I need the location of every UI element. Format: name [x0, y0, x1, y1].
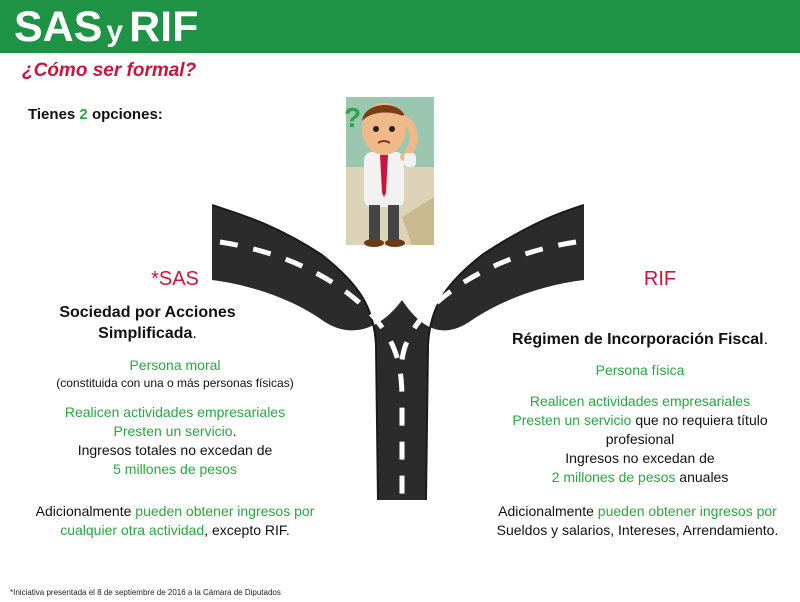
rif-req-service: Presten un servicio que no requiera títu… — [480, 411, 800, 430]
rif-extra-green: pueden obtener ingresos por — [597, 503, 777, 519]
sas-extra-line1: Adicionalmente pueden obtener ingresos p… — [10, 502, 340, 521]
sas-extra-green1: pueden obtener ingresos por — [135, 503, 315, 519]
sas-extra-suffix: , excepto RIF. — [204, 522, 290, 538]
rif-req-income: Ingresos no excedan de — [565, 450, 715, 466]
sas-req-income: Ingresos totales no excedan de — [77, 442, 273, 458]
rif-extra: Adicionalmente pueden obtener ingresos p… — [475, 502, 800, 540]
sas-heading: *SAS — [151, 268, 199, 290]
sas-type-note: (constituida con una o más personas físi… — [56, 376, 294, 390]
intro-number: 2 — [79, 106, 88, 123]
title-rif: RIF — [129, 3, 199, 51]
rif-heading: RIF — [643, 268, 677, 290]
intro-text: Tienes 2 opciones: — [28, 106, 163, 123]
rif-req-service-label: Presten un servicio — [512, 412, 632, 428]
rif-req-limit-label: 2 millones de pesos — [551, 469, 676, 485]
sas-extra: Adicionalmente pueden obtener ingresos p… — [10, 502, 340, 540]
rif-heading-block: RIF — [500, 268, 800, 290]
sas-heading-block: *SAS — [30, 268, 320, 290]
title-sas: SAS — [14, 3, 103, 51]
rif-req-activities: Realicen actividades empresariales — [529, 393, 751, 409]
forked-road-icon — [212, 204, 584, 500]
sas-name-line1: Sociedad por Acciones — [59, 304, 236, 321]
confused-businessman-icon: ? — [344, 97, 434, 247]
rif-name-block: Régimen de Incorporación Fiscal. — [480, 329, 800, 350]
sas-extra-prefix: Adicionalmente — [35, 503, 132, 519]
sas-name-period: . — [192, 325, 197, 342]
rif-name: Régimen de Incorporación Fiscal. — [480, 329, 800, 350]
sas-type: Persona moral — [129, 357, 221, 373]
sas-req-service-label: Presten un servicio — [113, 423, 233, 439]
sas-name-block: Sociedad por Acciones Simplificada. — [30, 302, 265, 344]
sas-req-service: Presten un servicio. — [30, 422, 320, 441]
sas-name: Sociedad por Acciones Simplificada. — [30, 302, 265, 344]
rif-details: Persona física Realicen actividades empr… — [480, 361, 800, 487]
sas-details: Persona moral (constituida con una o más… — [30, 356, 320, 479]
rif-name-text: Régimen de Incorporación Fiscal — [511, 331, 764, 348]
rif-req-service-cont: profesional — [605, 431, 675, 447]
intro-suffix: opciones: — [91, 106, 163, 123]
rif-req-service-rest: que no requiera título — [635, 412, 768, 428]
question-mark-icon: ? — [344, 102, 361, 133]
sas-req-limit: 5 millones de pesos — [113, 461, 237, 477]
sas-req-service-period: . — [232, 423, 237, 439]
rif-extra-prefix: Adicionalmente — [498, 503, 594, 519]
rif-type: Persona física — [595, 362, 685, 378]
svg-text:?: ? — [344, 102, 361, 133]
rif-name-period: . — [763, 331, 769, 348]
rif-extra-line2: Sueldos y salarios, Intereses, Arrendami… — [496, 522, 779, 538]
sas-extra-green2: cualquier otra actividad — [60, 522, 205, 538]
rif-extra-line1: Adicionalmente pueden obtener ingresos p… — [475, 502, 800, 521]
title-connector: y — [106, 15, 124, 48]
sas-extra-line2: cualquier otra actividad, excepto RIF. — [10, 521, 340, 540]
sas-req-activities: Realicen actividades empresariales — [64, 404, 286, 420]
sas-name-line2: Simplificada — [98, 325, 193, 342]
footnote: *Iniciativa presentada el 8 de septiembr… — [10, 588, 281, 597]
rif-req-limit: 2 millones de pesos anuales — [480, 468, 800, 487]
rif-req-limit-rest: anuales — [679, 469, 729, 485]
intro-prefix: Tienes — [28, 106, 76, 123]
subtitle: ¿Cómo ser formal? — [22, 60, 197, 81]
